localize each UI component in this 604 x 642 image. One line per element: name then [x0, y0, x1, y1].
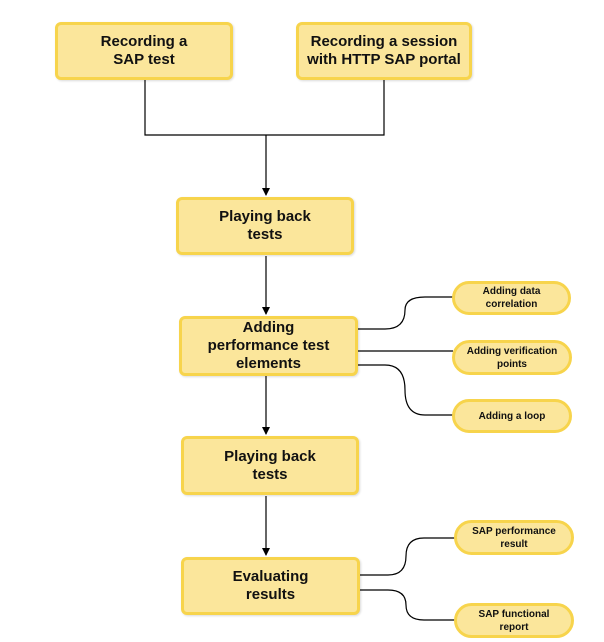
recording-sap-test-node: Recording a SAP test: [55, 22, 233, 80]
adding-verification-points-node: Adding verification points: [452, 340, 572, 375]
branch-performance-result: [360, 537, 455, 576]
recording-session-http-node: Recording a session with HTTP SAP portal: [296, 22, 472, 80]
playing-back-tests-node-2: Playing back tests: [181, 436, 359, 495]
sap-functional-report-node: SAP functional report: [454, 603, 574, 638]
connector-recording-sap: [144, 80, 266, 136]
evaluating-results-node: Evaluating results: [181, 557, 360, 615]
adding-performance-test-elements-node: Adding performance test elements: [179, 316, 358, 376]
branch-loop: [358, 364, 453, 416]
sap-performance-result-node: SAP performance result: [454, 520, 574, 555]
connector-recording-http: [266, 80, 385, 136]
adding-data-correlation-node: Adding data correlation: [452, 281, 571, 315]
playing-back-tests-node: Playing back tests: [176, 197, 354, 255]
adding-a-loop-node: Adding a loop: [452, 399, 572, 433]
branch-data-correlation: [358, 296, 453, 330]
branch-functional-report: [360, 589, 455, 621]
